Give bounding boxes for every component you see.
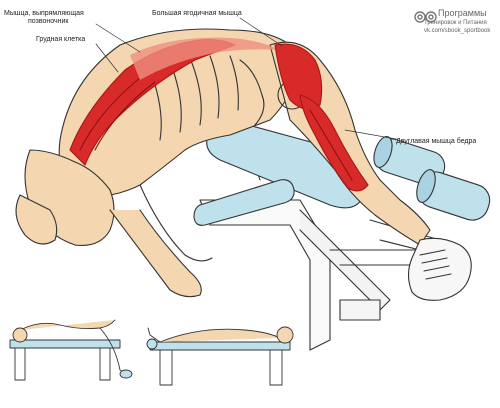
leader-lines [95,17,397,140]
chest-muscle-highlight [130,37,280,80]
brand-title: Программы [438,8,487,18]
arm-pad [193,179,295,226]
athlete-body [15,28,431,298]
dumbbell-icon [414,11,437,23]
label-gluteus: Большая ягодичная мышца [152,10,242,17]
small-figure-left [9,319,133,381]
brand-url: vk.com/sbook_sportbook [424,28,491,34]
small-figure-right [146,326,294,386]
label-erector-spinae-line2: позвоночник [28,18,69,25]
gluteus-maximus-muscle [274,43,323,110]
biceps-femoris-muscle [299,94,369,192]
ankle-roller-lower [416,169,491,221]
label-erector-spinae-line1: Мышца, выпрямляющая [4,10,84,17]
label-biceps-femoris: Двуглавая мышца бедра [396,138,477,145]
brand-subtitle: Тренировок и Питания [424,20,487,26]
bench-frame [199,144,441,351]
label-chest: Грудная клетка [36,36,86,43]
sneaker [407,237,472,301]
